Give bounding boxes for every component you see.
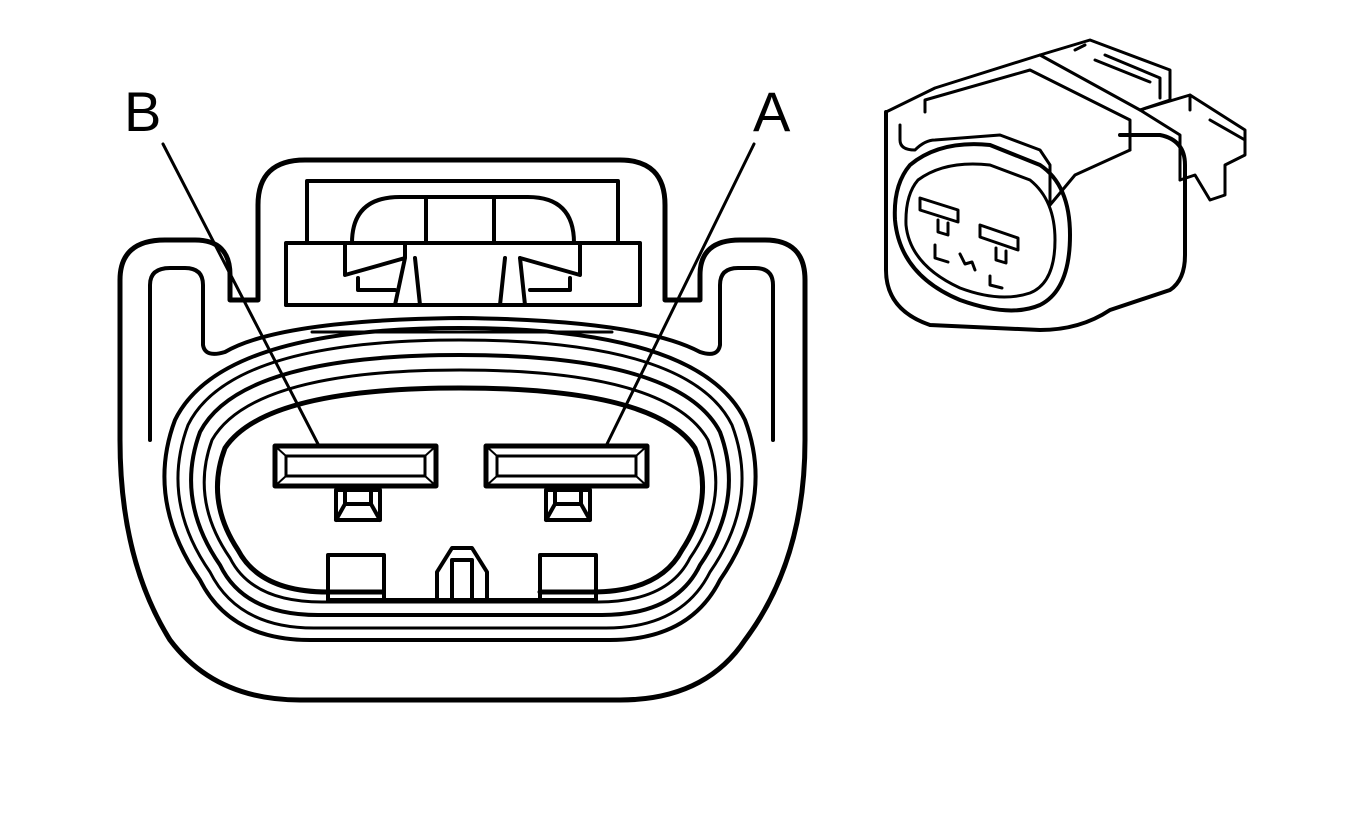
connector-face-view <box>117 142 808 703</box>
iso-terminal-a <box>978 223 1020 265</box>
terminal-b-lock <box>334 488 382 522</box>
terminal-b-bevel-2 <box>424 445 437 457</box>
terminal-a-outer <box>483 443 650 489</box>
terminal-b-bevel-3 <box>274 475 287 487</box>
center-key <box>435 546 489 602</box>
iso-face-outer <box>892 142 1072 313</box>
terminal-a-lock <box>544 488 592 522</box>
iso-side-rail <box>1138 93 1247 202</box>
terminal-a-inner <box>495 454 638 478</box>
iso-terminal-b <box>918 196 960 237</box>
iso-housing-front <box>884 110 1187 332</box>
terminal-b-inner <box>284 454 427 478</box>
seal-ring-3 <box>189 353 731 617</box>
key-slot-left <box>326 553 386 602</box>
key-slot-right <box>538 553 598 602</box>
iso-face-inner <box>904 162 1057 299</box>
pin-label-b: B <box>124 80 162 143</box>
terminal-b-bevel-4 <box>424 475 437 487</box>
leader-line-a <box>605 142 756 446</box>
terminal-b-bevel-1 <box>274 445 287 457</box>
terminal-a-bevel-4 <box>635 475 648 487</box>
iso-top-body <box>884 53 1182 182</box>
housing-inner-outline <box>148 266 775 442</box>
inner-cavity <box>214 385 706 595</box>
housing-outer-outline <box>117 157 808 703</box>
iso-rear-latch <box>1038 38 1172 112</box>
latch-dome <box>350 195 576 245</box>
pin-label-a: A <box>753 80 791 143</box>
connector-iso-view <box>884 38 1247 332</box>
iso-top-inner <box>923 68 1132 152</box>
seal-ring-1 <box>162 326 758 642</box>
latch-cover <box>305 179 620 245</box>
latch-teeth <box>343 241 582 307</box>
iso-housing-front-inner <box>898 123 1132 207</box>
leader-line-b <box>161 142 320 446</box>
terminal-a-bevel-3 <box>485 475 498 487</box>
iso-key-slots <box>933 243 1004 290</box>
seal-ring-2 <box>176 338 744 630</box>
latch-frame <box>284 241 642 307</box>
terminal-b-outer <box>272 443 439 489</box>
terminal-a-bevel-1 <box>485 445 498 457</box>
terminal-a-bevel-2 <box>635 445 648 457</box>
